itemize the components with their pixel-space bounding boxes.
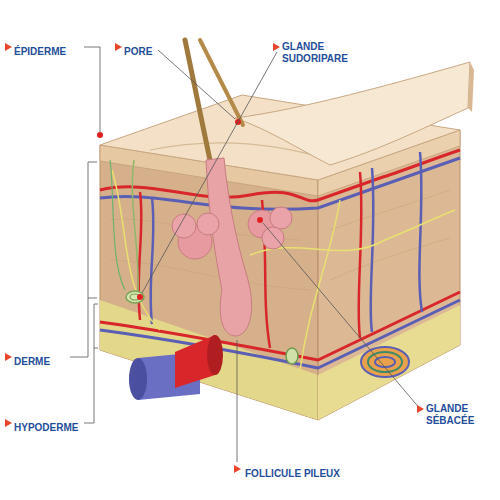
part-label: GLANDE SUDORIPARE [282, 41, 360, 65]
vein [151, 198, 154, 324]
vein [100, 158, 460, 209]
tissue-texture [110, 190, 450, 290]
label-marker [234, 465, 241, 473]
nerve-ending [286, 348, 298, 364]
leader-line [158, 50, 235, 119]
skin-flap [235, 62, 470, 165]
artery [100, 150, 460, 201]
part-label: PORE [124, 46, 152, 58]
leader-line [263, 223, 421, 410]
leader-dot [97, 132, 103, 138]
flap-edge [468, 62, 474, 112]
vein [419, 152, 422, 312]
label-holder: DERME [14, 351, 50, 369]
leader-line [237, 340, 238, 462]
part-label: HYPODERME [14, 422, 78, 434]
label-holder: GLANDE SÉBACÉE [426, 403, 496, 428]
label-holder: GLANDE SUDORIPARE [282, 41, 360, 66]
leader-line [84, 47, 100, 132]
leader-dot [257, 217, 263, 223]
part-label: GLANDE SÉBACÉE [426, 403, 496, 427]
layer-bracket [70, 162, 97, 357]
label-holder: ÉPIDERME [14, 41, 66, 59]
nerve [300, 200, 340, 370]
leader-dot [137, 294, 143, 300]
leader-line [142, 52, 277, 293]
layer-bracket [84, 304, 98, 423]
sweat-duct [132, 160, 138, 292]
nerve-fibre [110, 160, 125, 290]
sebaceous-gland [197, 213, 219, 235]
artery [359, 172, 362, 338]
sweat-gland-coil [126, 291, 144, 303]
label-marker [5, 43, 12, 51]
hair-follicle [206, 158, 252, 336]
label-marker [273, 43, 280, 51]
hypodermis-side [318, 305, 460, 420]
dermis-front [100, 145, 318, 420]
artery-trunk-end [207, 335, 223, 375]
pacinian-corpuscle [368, 352, 402, 372]
label-marker [417, 405, 424, 413]
label-holder: FOLLICULE PILEUX [245, 463, 340, 481]
part-label: FOLLICULE PILEUX [245, 468, 340, 480]
label-marker [5, 419, 12, 427]
dermis-side [318, 130, 460, 420]
vein [371, 168, 374, 332]
label-holder: HYPODERME [14, 417, 78, 435]
part-label: DERME [14, 356, 50, 368]
label-marker [5, 353, 12, 361]
label-marker [115, 43, 122, 51]
vein-trunk-end [129, 358, 147, 400]
part-label: ÉPIDERME [14, 46, 66, 58]
hair-shaft [200, 40, 243, 125]
sebaceous-gland [270, 207, 292, 229]
pacinian-corpuscle [361, 347, 409, 377]
label-holder: PORE [124, 41, 152, 59]
sebaceous-gland [262, 227, 284, 249]
